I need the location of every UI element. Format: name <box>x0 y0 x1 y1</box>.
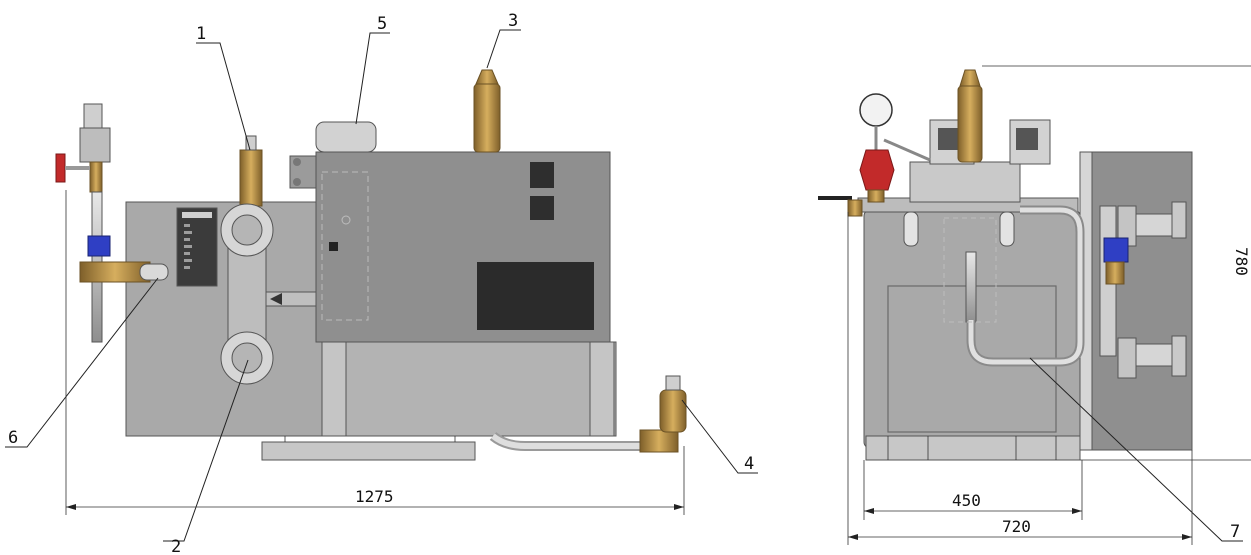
leader-lines <box>5 29 1243 542</box>
front-leg-right <box>589 341 615 437</box>
safety-valve <box>473 83 501 153</box>
dimension-lines <box>65 65 1251 545</box>
side-base-skid <box>865 435 1081 461</box>
cabinet-door-outline <box>321 171 369 321</box>
leader-label-7: 7 <box>1230 522 1240 542</box>
dimension-side-inner-width: 450 <box>952 491 981 510</box>
check-valve <box>239 149 263 207</box>
level-gauge-plate <box>176 207 218 287</box>
side-safety-valve <box>957 85 983 163</box>
dimension-side-total-width: 720 <box>1002 517 1031 536</box>
side-solenoid-valve <box>1103 237 1129 263</box>
side-view <box>818 69 1193 461</box>
leader-label-2: 2 <box>171 537 181 555</box>
leader-label-4: 4 <box>744 454 754 474</box>
front-lower-body <box>325 341 617 437</box>
dimension-front-width: 1275 <box>355 487 394 506</box>
dimension-side-height: 780 <box>1232 247 1251 276</box>
leader-label-3: 3 <box>508 11 518 31</box>
front-view <box>55 69 687 461</box>
leader-label-1: 1 <box>196 24 206 44</box>
top-cylinder <box>315 121 377 153</box>
drain-trap <box>659 389 687 433</box>
labels: 1 2 3 4 5 6 7 1275 450 720 780 <box>8 11 1251 555</box>
front-leg-left <box>321 341 347 437</box>
solenoid-valve <box>87 235 111 257</box>
front-base-skid <box>261 441 476 461</box>
leader-label-5: 5 <box>377 14 387 34</box>
cabinet-switch-bottom <box>530 196 554 220</box>
cabinet-display-panel <box>477 262 594 330</box>
side-valve-block <box>909 161 1021 203</box>
cabinet-switch-top <box>530 162 554 188</box>
pressure-switch <box>79 127 111 163</box>
manometer <box>859 93 893 127</box>
side-red-valve <box>859 149 895 191</box>
leader-label-6: 6 <box>8 428 18 448</box>
handwheel-valve <box>55 153 66 183</box>
